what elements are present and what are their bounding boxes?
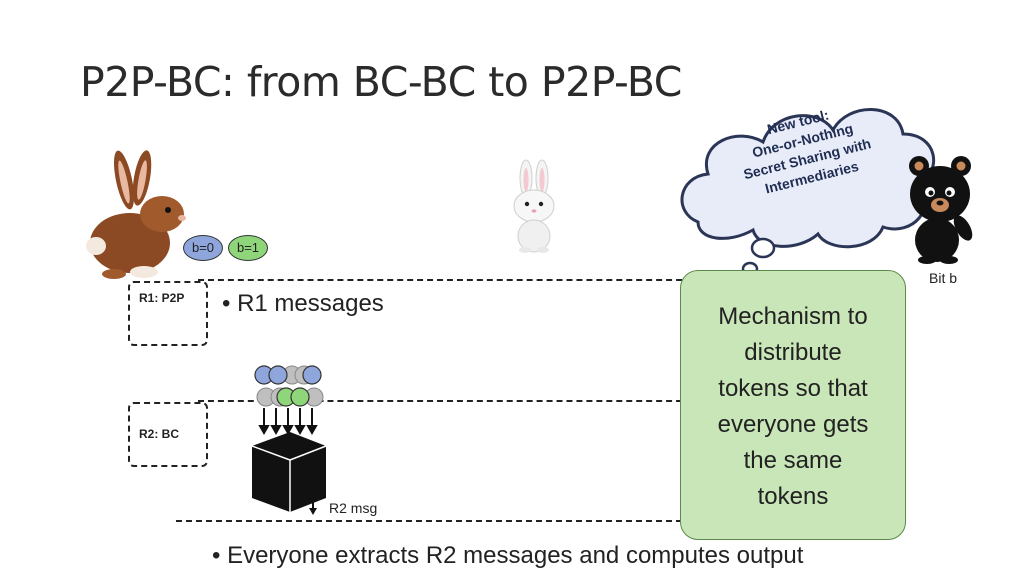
mechanism-line: the same bbox=[743, 447, 843, 474]
brown-rabbit-icon bbox=[86, 150, 186, 279]
r1-bullet: • R1 messages bbox=[222, 290, 384, 317]
mechanism-box: Mechanism to distribute tokens so that e… bbox=[680, 270, 906, 540]
black-box-icon bbox=[251, 432, 327, 512]
mechanism-line: distribute bbox=[744, 339, 842, 366]
white-rabbit-icon bbox=[513, 159, 555, 253]
mechanism-line: tokens so that bbox=[718, 375, 868, 402]
black-bear-icon bbox=[909, 156, 973, 264]
final-bullet-text: Everyone extracts R2 messages and comput… bbox=[227, 542, 804, 569]
round1-box bbox=[128, 281, 208, 346]
mechanism-line: everyone gets bbox=[717, 411, 869, 438]
round-separator-bottom bbox=[176, 520, 692, 522]
mechanism-line: tokens bbox=[757, 483, 829, 510]
token-b1: b=1 bbox=[228, 235, 268, 261]
round2-box bbox=[128, 402, 208, 467]
round1-label: R1: P2P bbox=[139, 291, 185, 305]
mechanism-text: Mechanism to distribute tokens so that e… bbox=[681, 299, 905, 515]
token-stack-icon bbox=[251, 365, 327, 515]
r2-msg-label: R2 msg bbox=[329, 500, 378, 516]
page-title: P2P-BC: from BC-BC to P2P-BC bbox=[80, 58, 682, 106]
round2-label: R2: BC bbox=[139, 427, 180, 441]
mechanism-line: Mechanism to bbox=[718, 303, 868, 330]
r1-bullet-text: R1 messages bbox=[237, 290, 384, 317]
final-bullet: • Everyone extracts R2 messages and comp… bbox=[212, 542, 804, 569]
round-separator-top bbox=[198, 279, 692, 281]
round-separator-middle bbox=[198, 400, 692, 402]
token-b0: b=0 bbox=[183, 235, 223, 261]
bit-b-label: Bit b bbox=[929, 270, 958, 286]
